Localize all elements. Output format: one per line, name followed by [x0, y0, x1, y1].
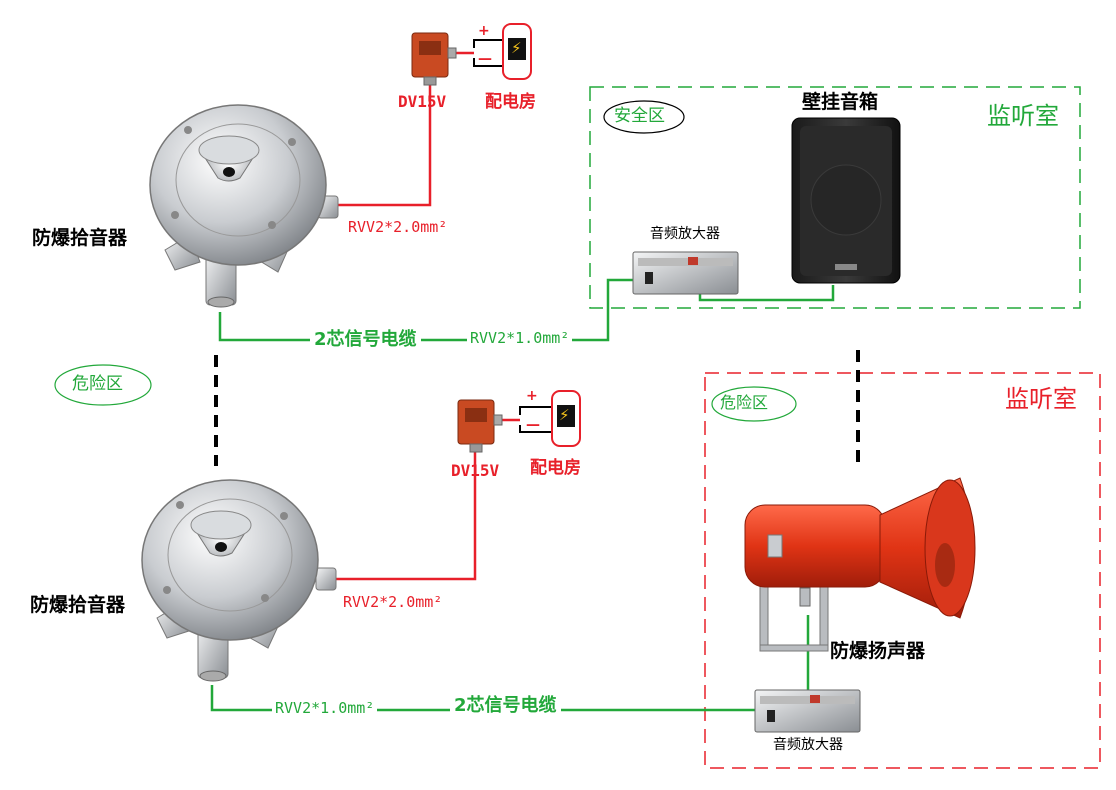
pickup-bottom-icon	[141, 479, 337, 682]
power-voltage-bottom: DV15V	[451, 461, 500, 480]
danger-zone-right: 危险区	[720, 393, 769, 412]
lightning-icon-top: ⚡	[511, 39, 522, 57]
plus-sign-bottom: +	[526, 388, 538, 404]
pickup-top-label: 防爆拾音器	[32, 227, 128, 249]
wire-signal-top	[218, 278, 635, 342]
safe-zone-ellipse	[603, 100, 685, 134]
power-cable-top: RVV2*2.0mm²	[345, 220, 451, 235]
wall-speaker-label: 壁挂音箱	[802, 91, 879, 113]
monitor-room-top-box	[589, 86, 1081, 309]
pickup-top-icon	[149, 104, 339, 308]
wall-speaker-icon	[791, 117, 901, 284]
power-cable-bottom: RVV2*2.0mm²	[340, 595, 446, 610]
wire-signal-bottom	[210, 685, 755, 712]
safe-zone-label: 安全区	[614, 106, 665, 126]
wire-power-bottom	[328, 450, 477, 581]
power-voltage-top: DV15V	[398, 92, 447, 111]
pickup-bottom-label: 防爆拾音器	[30, 594, 126, 616]
signal-spec-top: RVV2*1.0mm²	[467, 331, 573, 346]
power-connector-top	[473, 23, 532, 80]
amp-bottom-label: 音频放大器	[773, 737, 843, 753]
minus-sign-top: —	[478, 51, 492, 67]
horn-speaker-icon	[744, 477, 976, 652]
minus-sign-bottom: —	[526, 417, 540, 433]
horn-speaker-label: 防爆扬声器	[830, 640, 926, 662]
signal-spec-bottom: RVV2*1.0mm²	[272, 701, 378, 716]
wire-amp-speaker-top	[698, 285, 835, 302]
amp-top-label: 音频放大器	[650, 226, 720, 242]
lightning-icon-bottom: ⚡	[559, 406, 570, 424]
monitor-room-top-label: 监听室	[987, 102, 1059, 130]
power-room-top: 配电房	[485, 92, 536, 112]
danger-zone-ellipse-right	[711, 386, 797, 422]
power-room-bottom: 配电房	[530, 458, 581, 478]
wire-power-top	[320, 85, 432, 207]
power-connector-bottom	[519, 390, 581, 447]
danger-zone-ellipse-left	[54, 364, 152, 406]
plus-sign-top: +	[478, 23, 490, 39]
signal-cable-top: 2芯信号电缆	[310, 331, 421, 349]
amplifier-top-icon	[632, 251, 739, 295]
junction-box-bottom-icon	[457, 399, 503, 453]
amplifier-bottom-icon	[754, 689, 861, 733]
danger-zone-left: 危险区	[72, 374, 123, 394]
monitor-room-bottom-label: 监听室	[1005, 385, 1077, 413]
signal-cable-bottom: 2芯信号电缆	[450, 697, 561, 715]
junction-box-top-icon	[411, 32, 457, 86]
